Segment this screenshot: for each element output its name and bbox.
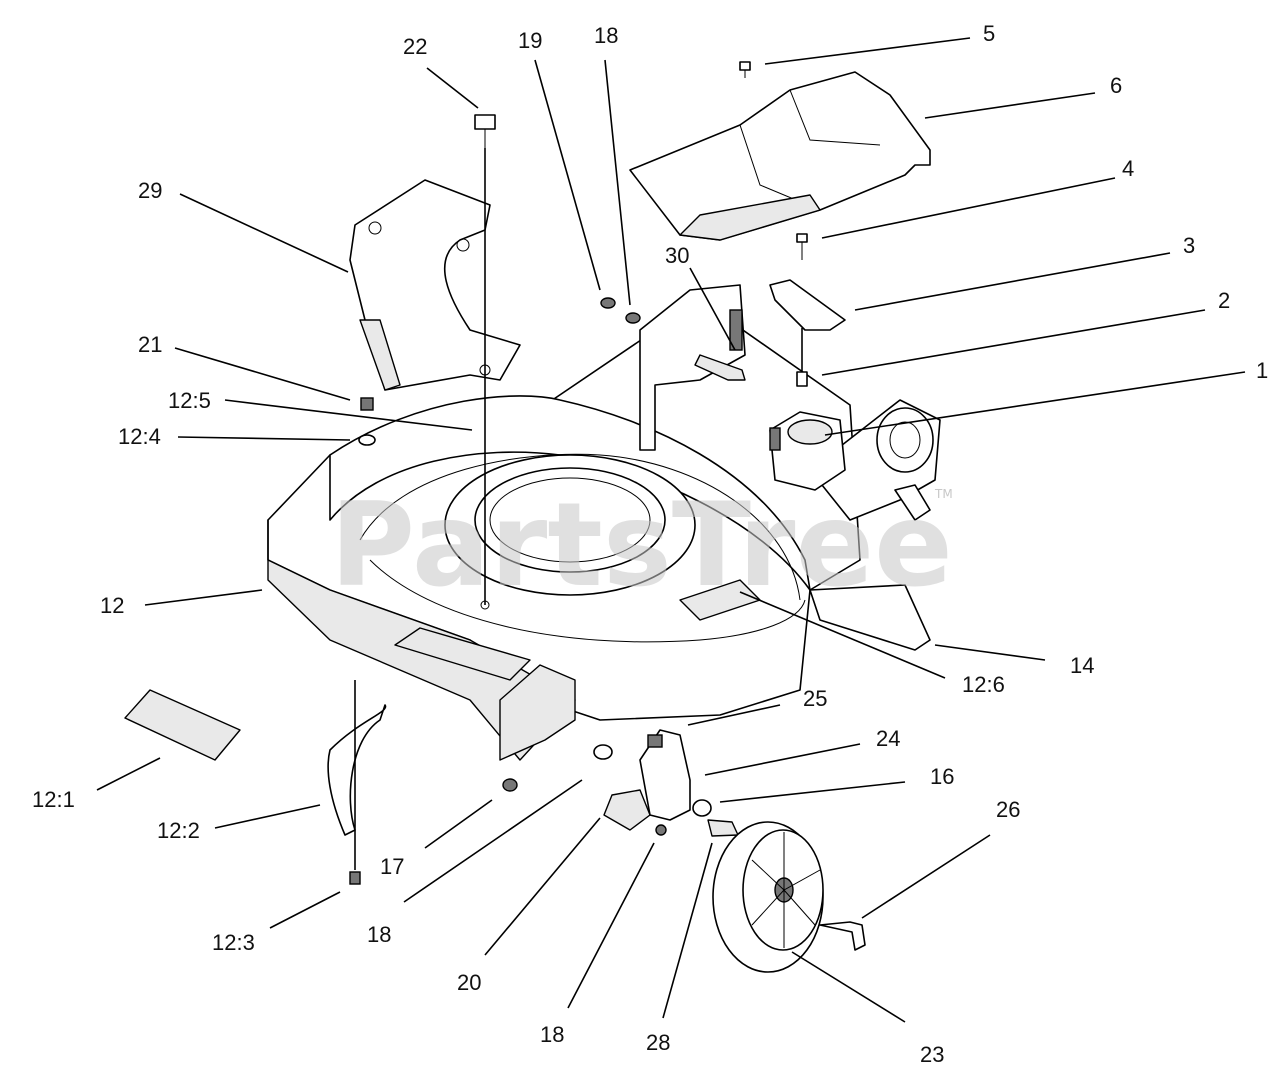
callout-17: 17 <box>380 854 404 879</box>
nut-21 <box>360 397 374 411</box>
callout-1: 1 <box>1256 358 1268 383</box>
callout-5: 5 <box>983 21 995 46</box>
mower-deck <box>267 284 941 761</box>
washer-18b <box>593 744 613 760</box>
callout-16: 16 <box>930 764 954 789</box>
callout-12-3: 12:3 <box>212 930 255 955</box>
bracket-122 <box>327 680 387 885</box>
callout-18: 18 <box>540 1022 564 1047</box>
callout-2: 2 <box>1218 288 1230 313</box>
callout-14: 14 <box>1070 653 1094 678</box>
pin-30 <box>694 354 746 381</box>
washer-124 <box>358 434 376 446</box>
callout-12-2: 12:2 <box>157 818 200 843</box>
callout-12: 12 <box>100 593 124 618</box>
callout-25: 25 <box>803 686 827 711</box>
washer-18a <box>625 312 641 324</box>
wheel-23 <box>712 821 824 973</box>
leader-lines <box>96 37 1246 1023</box>
nut-17 <box>502 778 518 792</box>
callout-24: 24 <box>876 726 900 751</box>
callout-21: 21 <box>138 332 162 357</box>
callout-28: 28 <box>646 1030 670 1055</box>
callout-12-4: 12:4 <box>118 424 161 449</box>
callout-23: 23 <box>920 1042 944 1067</box>
callout-19: 19 <box>518 28 542 53</box>
watermark: PartsTree TM <box>330 478 953 613</box>
callout-29: 29 <box>138 178 162 203</box>
svg-text:PartsTree: PartsTree <box>330 478 953 613</box>
decal-121 <box>124 689 241 761</box>
callout-18: 18 <box>367 922 391 947</box>
svg-text:TM: TM <box>934 487 953 501</box>
callout-22: 22 <box>403 34 427 59</box>
nut-19 <box>600 297 616 309</box>
callout-12-5: 12:5 <box>168 388 211 413</box>
callout-labels: 22 19 18 5 6 29 4 30 3 2 21 1 12:5 12:4 … <box>32 21 1268 1067</box>
bolt-26 <box>819 921 866 951</box>
washer-18c <box>655 824 667 836</box>
callout-4: 4 <box>1122 156 1134 181</box>
height-adjuster <box>603 729 739 837</box>
callout-26: 26 <box>996 797 1020 822</box>
callout-18: 18 <box>594 23 618 48</box>
callout-20: 20 <box>457 970 481 995</box>
callout-6: 6 <box>1110 73 1122 98</box>
callout-3: 3 <box>1183 233 1195 258</box>
rear-flap <box>809 584 931 651</box>
bolt-bracket <box>769 233 846 387</box>
callout-12-1: 12:1 <box>32 787 75 812</box>
callout-30: 30 <box>665 243 689 268</box>
callout-12-6: 12:6 <box>962 672 1005 697</box>
plug-22 <box>474 114 496 610</box>
screw-5 <box>739 61 751 78</box>
